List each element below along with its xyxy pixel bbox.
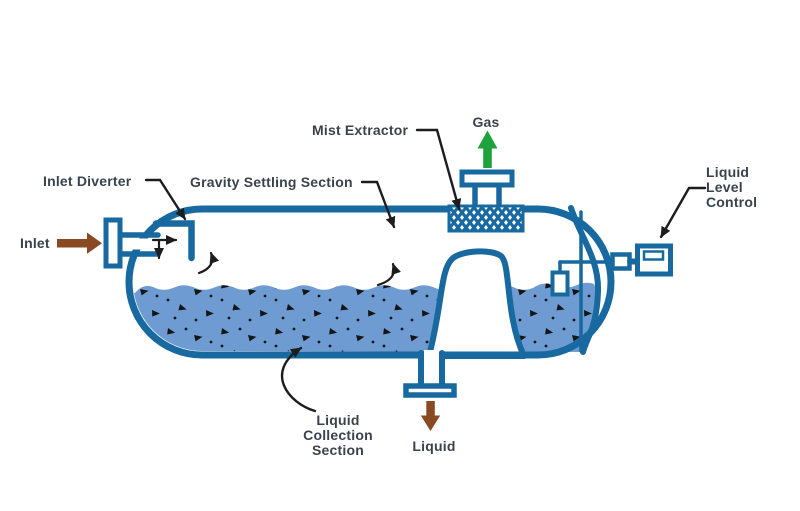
leader-mist-extractor xyxy=(415,128,462,211)
label-inlet: Inlet xyxy=(20,235,50,251)
gas-neck-walls xyxy=(472,181,502,211)
mist-extractor xyxy=(447,204,525,233)
inlet-arrow-icon xyxy=(57,232,102,254)
inlet-pipe-bore xyxy=(121,238,158,250)
weir-hump xyxy=(426,248,527,359)
leader-liquid-level-control xyxy=(659,186,707,239)
level-float xyxy=(550,270,570,297)
svg-text:Level: Level xyxy=(706,179,743,195)
label-gravity-settling-section: Gravity Settling Section xyxy=(190,174,353,190)
label-gas: Gas xyxy=(472,114,499,130)
liquid-pool xyxy=(134,282,597,352)
gas-rise-arrow-left-icon xyxy=(197,251,220,275)
controller-display xyxy=(642,250,665,261)
liquid-outlet-nozzle xyxy=(403,350,457,398)
gas-arrow-icon xyxy=(477,130,498,168)
level-float-assembly xyxy=(550,260,634,297)
gas-neck-bore xyxy=(477,183,497,209)
label-liquid-collection-section: Liquid Collection Section xyxy=(303,412,373,458)
svg-text:Section: Section xyxy=(312,442,364,458)
label-liquid-level-control: Liquid Level Control xyxy=(706,164,757,210)
leader-liquid-collection xyxy=(280,346,317,413)
level-controller xyxy=(610,243,673,277)
gas-flange xyxy=(459,169,515,188)
inlet-diverter-plate xyxy=(152,220,195,262)
leader-gravity-settling xyxy=(360,180,396,229)
inlet-nozzle xyxy=(103,217,161,269)
label-mist-extractor: Mist Extractor xyxy=(312,122,409,138)
inlet-flange xyxy=(103,217,123,269)
svg-text:Collection: Collection xyxy=(303,427,373,443)
liquid-neck-bore xyxy=(424,350,439,386)
svg-text:Liquid: Liquid xyxy=(706,164,749,180)
controller-stub xyxy=(610,252,632,271)
liquid-neck-walls xyxy=(418,350,445,388)
svg-text:Control: Control xyxy=(706,194,757,210)
label-inlet-diverter: Inlet Diverter xyxy=(43,173,132,189)
leader-inlet-diverter xyxy=(144,178,187,221)
liquid-droplets-pattern xyxy=(134,282,597,352)
label-liquid-outlet: Liquid xyxy=(412,438,455,454)
inlet-flow-arrows xyxy=(151,235,178,260)
gas-nozzle xyxy=(459,169,515,211)
inlet-pipe-walls xyxy=(118,232,161,257)
liquid-flange xyxy=(403,383,457,398)
gas-rise-arrow-right-icon xyxy=(376,262,401,287)
liquid-arrow-icon xyxy=(420,401,441,431)
svg-text:Liquid: Liquid xyxy=(316,412,359,428)
